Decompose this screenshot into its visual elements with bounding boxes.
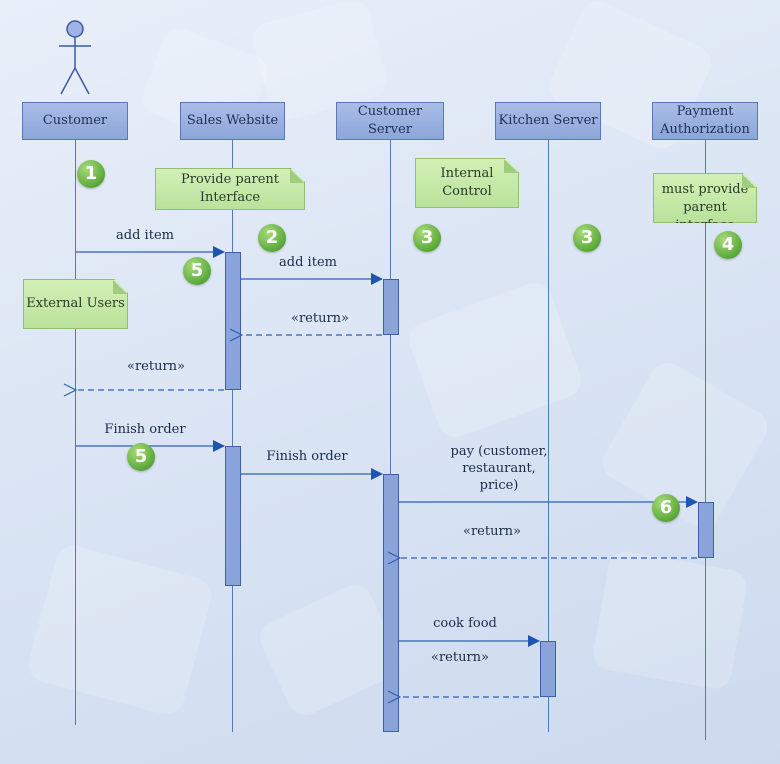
lifeline-customer-server [390,140,391,732]
activation-bar-kitchen [540,641,556,697]
activation-bar-server-2 [383,474,399,732]
lifeline-payment-authorization [705,140,706,740]
activation-bar-sales-2 [225,446,241,586]
message-label-finish-order-2: Finish order [266,449,348,464]
note-must-provide-parent-interface: must provide parent interface [653,173,757,223]
step-badge-5-add: 5 [183,257,211,285]
step-badge-5-finish: 5 [127,443,155,471]
note-internal-control: Internal Control [415,158,519,208]
note-internal-control-text: Internal Control [440,166,494,199]
message-label-pay: pay (customer, restaurant, price) [450,444,548,493]
message-label-return-1: «return» [291,311,349,326]
activation-bar-sales-1 [225,252,241,390]
step-badge-6: 6 [652,494,680,522]
step-badge-2: 2 [258,224,286,252]
message-label-finish-order-1: Finish order [104,422,186,437]
note-provide-parent-interface: Provide parent Interface [155,168,305,210]
lifeline-sales-website [232,140,233,732]
lifeline-head-sales-website[interactable]: Sales Website [180,102,285,140]
message-label-add-item-1: add item [116,228,174,243]
lifeline-head-kitchen-server[interactable]: Kitchen Server [495,102,601,140]
step-badge-4: 4 [714,231,742,259]
message-label-return-3: «return» [463,524,521,539]
lifeline-head-customer-server[interactable]: Customer Server [336,102,444,140]
lifeline-head-payment-authorization[interactable]: Payment Authorization [652,102,758,140]
note-provide-parent-text: Provide parent Interface [180,172,279,205]
activation-bar-server-1 [383,279,399,335]
lifeline-head-customer[interactable]: Customer [22,102,128,140]
step-badge-1: 1 [77,160,105,188]
activation-bar-payment [698,502,714,558]
note-external-users: External Users [23,279,128,329]
step-badge-3-kitchen: 3 [573,224,601,252]
note-external-users-text: External Users [26,296,125,311]
step-badge-3-server: 3 [413,224,441,252]
lifeline-customer [75,140,76,725]
message-label-return-4: «return» [431,650,489,665]
message-label-cook-food: cook food [433,616,497,631]
lifeline-kitchen-server [548,140,549,732]
actor-stick-figure-icon [59,20,91,95]
message-label-return-2: «return» [127,359,185,374]
message-label-add-item-2: add item [279,255,337,270]
